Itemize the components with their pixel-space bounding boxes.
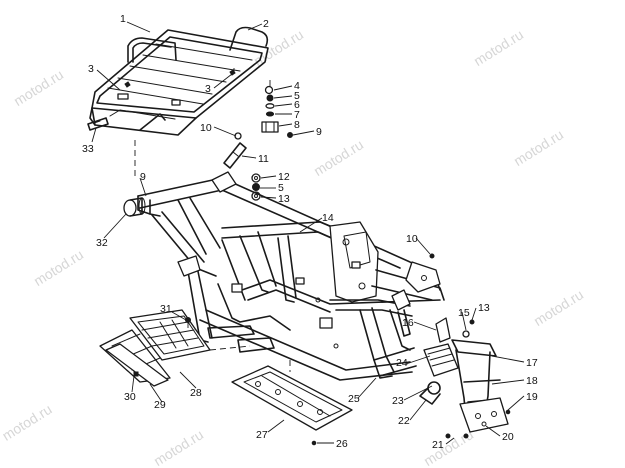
watermark: motod.ru — [311, 136, 366, 179]
callout-14: 14 — [322, 212, 334, 224]
callout-22: 22 — [398, 415, 410, 427]
callout-10: 10 — [200, 122, 212, 134]
callout-17: 17 — [526, 357, 538, 369]
watermark: motod.ru — [151, 426, 206, 468]
watermark: motod.ru — [531, 286, 586, 329]
part-11-bracket — [223, 132, 247, 169]
callout-13: 13 — [278, 193, 290, 205]
watermark: motod.ru — [31, 246, 86, 289]
hardware-stack — [233, 68, 293, 138]
washer-stack — [251, 173, 261, 201]
callout-26: 26 — [336, 438, 348, 450]
rear-rack — [89, 26, 269, 136]
front-bumper — [429, 253, 511, 439]
part-33-tube — [87, 117, 109, 131]
callout-8: 8 — [294, 119, 300, 131]
callout-31: 31 — [160, 303, 172, 315]
callout-21: 21 — [432, 439, 444, 451]
callout-29: 29 — [154, 399, 166, 411]
assembly-line — [209, 345, 251, 351]
callout-16: 16 — [402, 317, 414, 329]
callout-10: 10 — [406, 233, 418, 245]
part-32-bushing — [123, 197, 146, 217]
callout-3: 3 — [205, 83, 211, 95]
callout-2: 2 — [263, 18, 269, 30]
leader-lines — [91, 21, 525, 445]
callout-6: 6 — [294, 99, 300, 111]
watermark: motod.ru — [11, 66, 66, 109]
skid-plate — [231, 360, 353, 446]
callout-20: 20 — [502, 431, 514, 443]
callout-30: 30 — [124, 391, 136, 403]
callout-labels: 1 2 3 3 4 5 6 7 8 9 9 10 10 11 12 5 13 1… — [82, 13, 538, 451]
callout-25: 25 — [348, 393, 360, 405]
callout-1: 1 — [120, 13, 126, 25]
watermark: motod.ru — [251, 26, 306, 69]
watermark: motod.ru — [471, 26, 526, 69]
callout-32: 32 — [96, 237, 108, 249]
callout-24: 24 — [396, 357, 408, 369]
callout-11: 11 — [258, 153, 269, 165]
watermark: motod.ru — [421, 426, 476, 468]
callout-13: 13 — [478, 302, 490, 314]
right-footrest — [419, 317, 459, 405]
callout-9: 9 — [140, 171, 146, 183]
left-footrest — [99, 309, 211, 387]
callout-19: 19 — [526, 391, 538, 403]
callout-28: 28 — [190, 387, 202, 399]
watermark: motod.ru — [0, 401, 55, 444]
watermark: motod.ru — [511, 126, 566, 169]
callout-3: 3 — [88, 63, 94, 75]
callout-23: 23 — [392, 395, 404, 407]
callout-5: 5 — [294, 90, 300, 102]
main-frame — [137, 171, 445, 381]
callout-33: 33 — [82, 143, 94, 155]
callout-7: 7 — [294, 109, 300, 121]
callout-9: 9 — [316, 126, 322, 138]
callout-18: 18 — [526, 375, 538, 387]
callout-4: 4 — [294, 80, 300, 92]
callout-12: 12 — [278, 171, 290, 183]
callout-5: 5 — [278, 182, 284, 194]
callout-15: 15 — [458, 307, 470, 319]
callout-27: 27 — [256, 429, 268, 441]
